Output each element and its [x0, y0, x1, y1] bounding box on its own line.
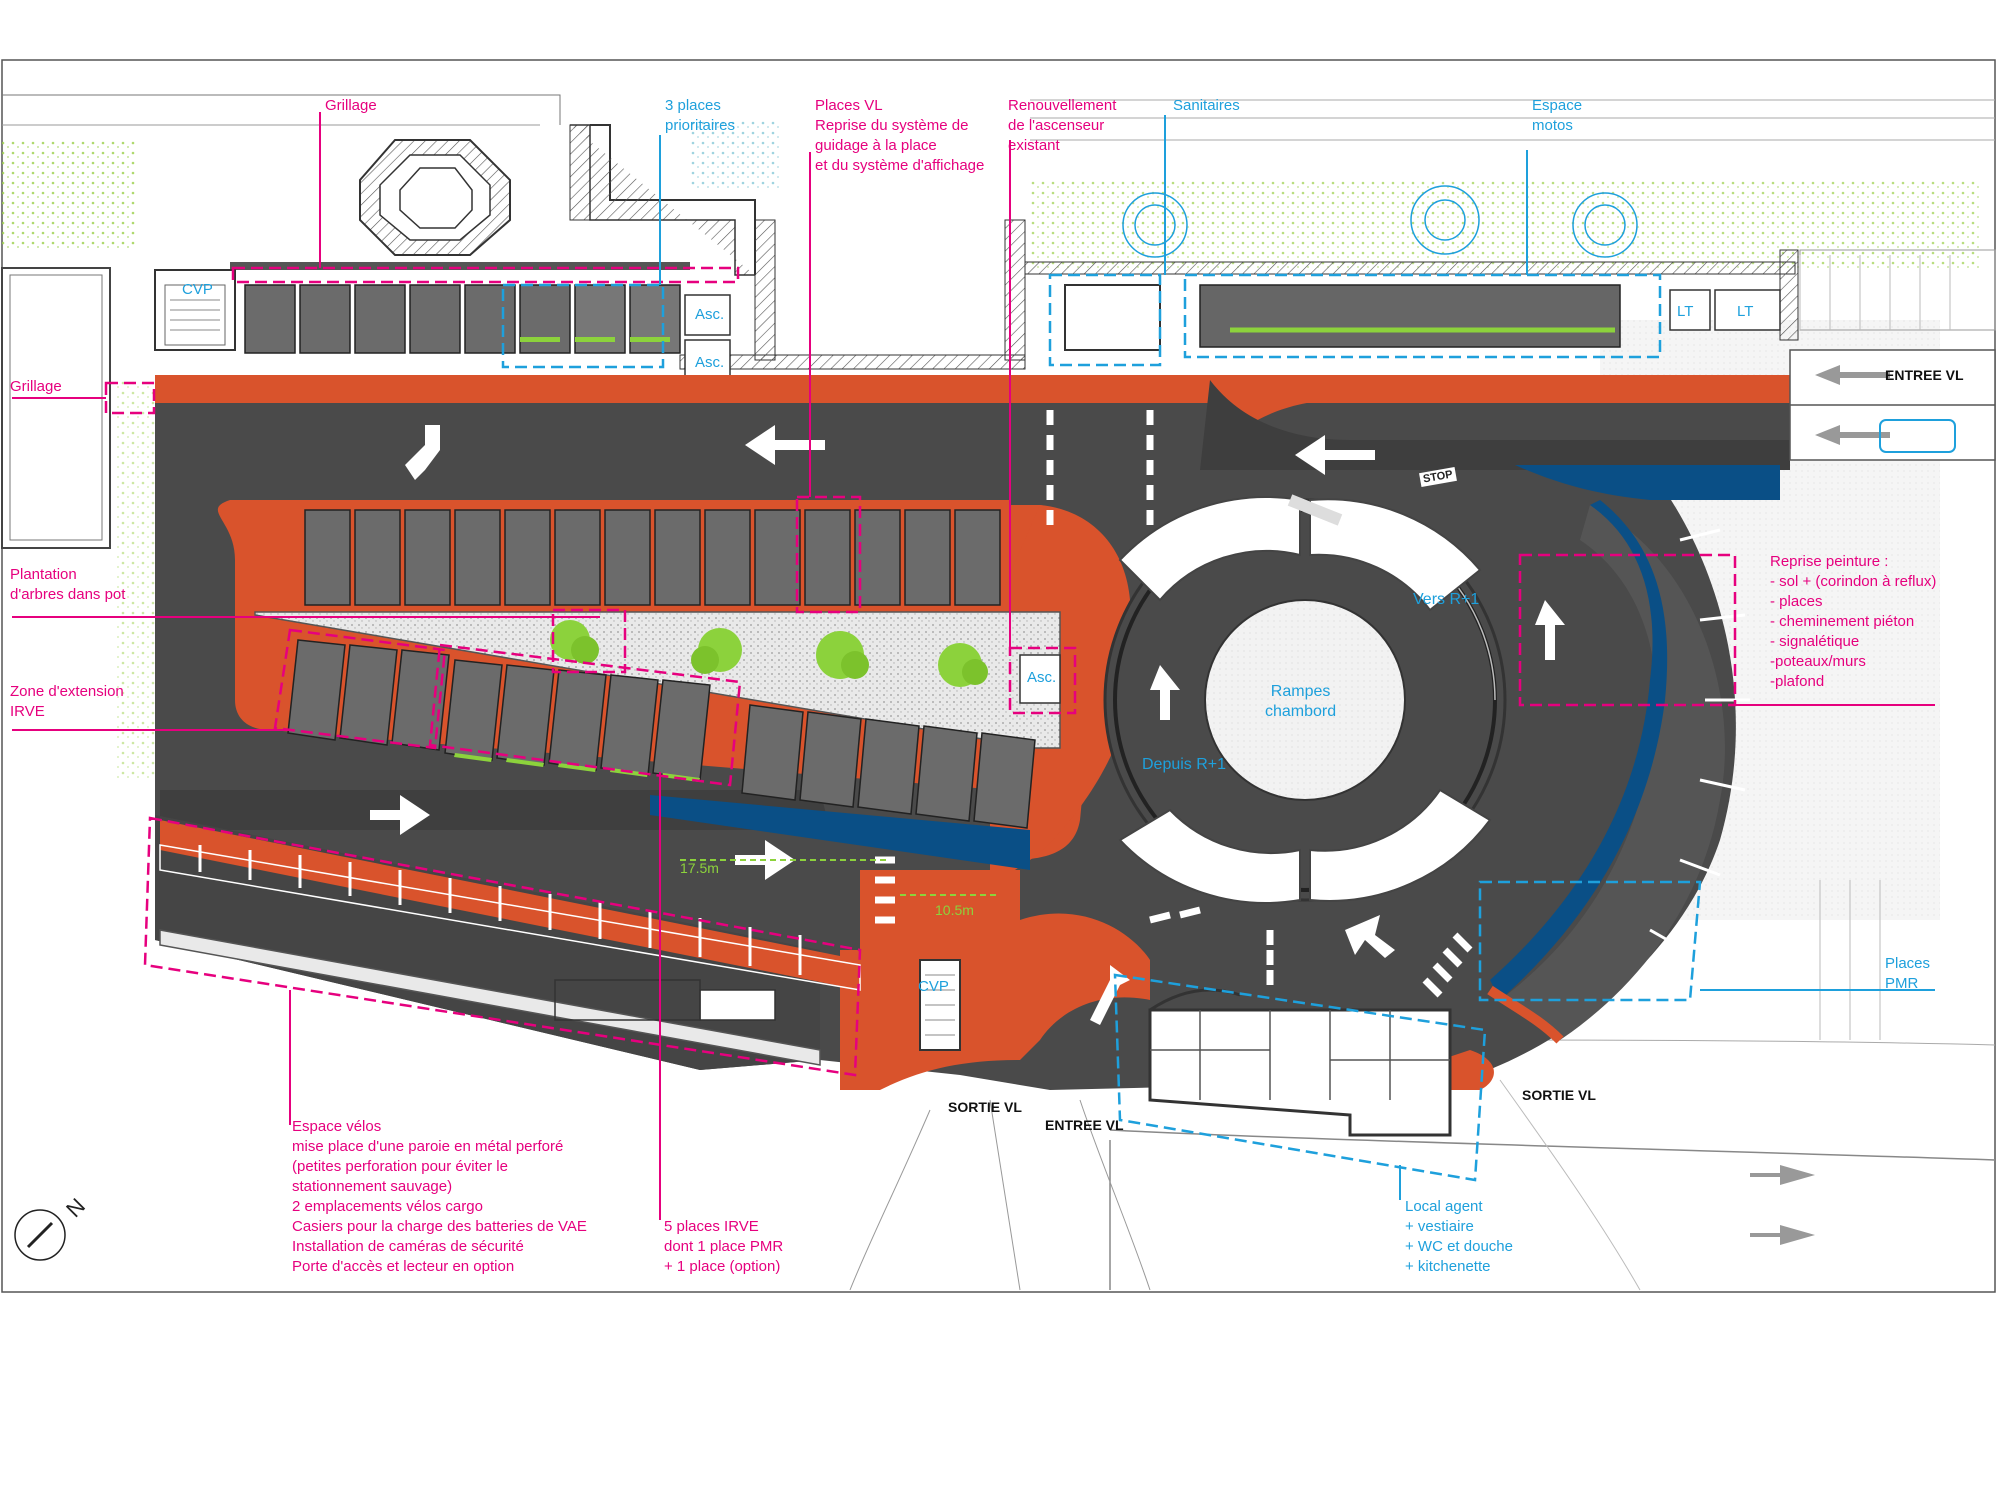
trees-top	[1122, 185, 1638, 258]
crosswalks	[875, 410, 1473, 998]
ramp-roundabout	[1103, 494, 1507, 904]
label-sanitaires: Sanitaires	[1173, 97, 1240, 114]
label-asc-3: Asc.	[1027, 669, 1057, 686]
label-vers-r1: Vers R+1	[1413, 591, 1480, 608]
label-dim-175: 17.5m	[680, 860, 719, 876]
label-plantation: Plantation d'arbres dans pot	[10, 566, 126, 603]
label-entree-vl-right: ENTREE VL	[1885, 367, 1964, 383]
label-dim-105: 10.5m	[935, 902, 974, 918]
label-local-agent: Local agent + vestiaire + WC et douche +…	[1405, 1198, 1513, 1275]
agent-building	[919, 959, 1452, 1137]
label-cvp-bottom: CVP	[918, 978, 949, 995]
label-sortie-vl-left: SORTIE VL	[948, 1099, 1022, 1115]
label-espace-velos: Espace vélos mise place d'une paroie en …	[292, 1118, 587, 1275]
dimension-lines	[680, 859, 1000, 896]
label-places-prioritaires: 3 places prioritaires	[665, 97, 736, 134]
label-ascenseur: Renouvellement de l'ascenseur existant	[1008, 97, 1117, 154]
exterior-roads	[1750, 349, 1996, 1245]
irve-bay-markings	[454, 753, 700, 782]
magenta-callouts	[104, 266, 1737, 1077]
priority-bay-markings	[520, 337, 670, 342]
label-places-vl: Places VL Reprise du système de guidage …	[815, 97, 985, 174]
label-lt-1: LT	[1677, 303, 1694, 320]
label-sortie-vl-right: SORTIE VL	[1522, 1087, 1596, 1103]
right-curved-ramp	[1487, 500, 1750, 1044]
label-grillage-top: Grillage	[325, 97, 377, 114]
label-asc-2: Asc.	[695, 354, 725, 371]
label-depuis-r1: Depuis R+1	[1142, 756, 1227, 773]
parking-row-bottom	[159, 844, 861, 1066]
north-arrow-icon	[14, 1209, 66, 1261]
parking-row-middle	[304, 509, 1001, 606]
magenta-leaders	[12, 112, 1935, 1220]
tree-pot-4	[938, 643, 988, 687]
pmr-strip-middle	[650, 795, 1030, 870]
label-places-irve: 5 places IRVE dont 1 place PMR + 1 place…	[664, 1218, 784, 1275]
structure-walls	[154, 124, 1799, 381]
tree-pot-2	[691, 628, 742, 674]
label-places-pmr: Places PMR	[1885, 955, 1931, 992]
label-entree-vl-bottom: ENTREE VL	[1045, 1117, 1124, 1133]
label-rampes-chambord: Rampes chambord	[1265, 683, 1337, 720]
moto-area	[1064, 284, 1781, 351]
parking-row-slanted	[287, 639, 1036, 829]
label-cvp-top: CVP	[182, 281, 213, 298]
tree-pot-1	[550, 620, 599, 664]
cyan-leaders	[659, 115, 1935, 1200]
label-grillage-left: Grillage	[10, 378, 62, 395]
tree-pot-3	[816, 631, 869, 679]
label-reprise-peinture: Reprise peinture : - sol + (corindon à r…	[1770, 553, 1937, 690]
label-lt-2: LT	[1737, 303, 1754, 320]
label-asc-1: Asc.	[695, 306, 725, 323]
label-espace-motos: Espace motos	[1532, 97, 1583, 134]
label-zone-irve: Zone d'extension IRVE	[10, 683, 124, 720]
cyan-callouts	[501, 273, 1702, 1182]
